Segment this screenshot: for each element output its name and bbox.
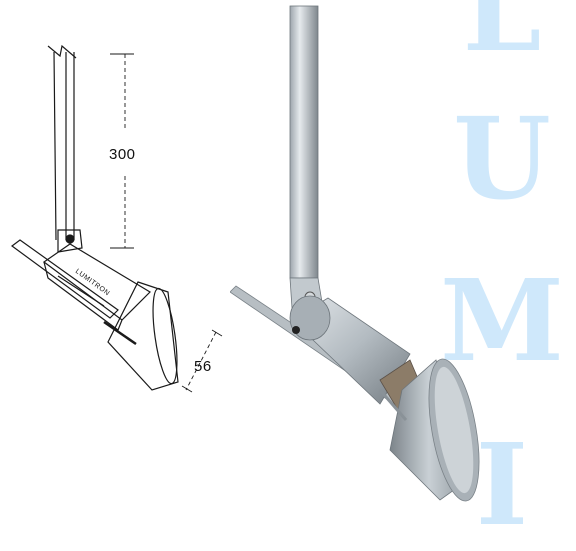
technical-drawing: [10, 44, 223, 393]
diameter-dimension-label: 56: [194, 358, 212, 375]
spot-body: [42, 243, 151, 331]
joint-screw: [65, 234, 75, 244]
reflector-cone: [103, 281, 179, 391]
product-photo: [230, 5, 480, 502]
watermark-letter-u: U: [453, 94, 551, 225]
reflector-photo: [389, 358, 480, 502]
product-figure: L U M I: [10, 0, 564, 542]
rod: [289, 5, 319, 279]
height-dimension-label: 300: [109, 146, 136, 163]
rod-outline: [47, 44, 77, 241]
mounting-plate: [10, 239, 119, 319]
watermark-letter-l: L: [462, 0, 542, 77]
diameter-dimension-line: [181, 329, 223, 393]
watermark-letter-m: M: [440, 256, 564, 387]
height-dimension-line: [110, 53, 134, 249]
